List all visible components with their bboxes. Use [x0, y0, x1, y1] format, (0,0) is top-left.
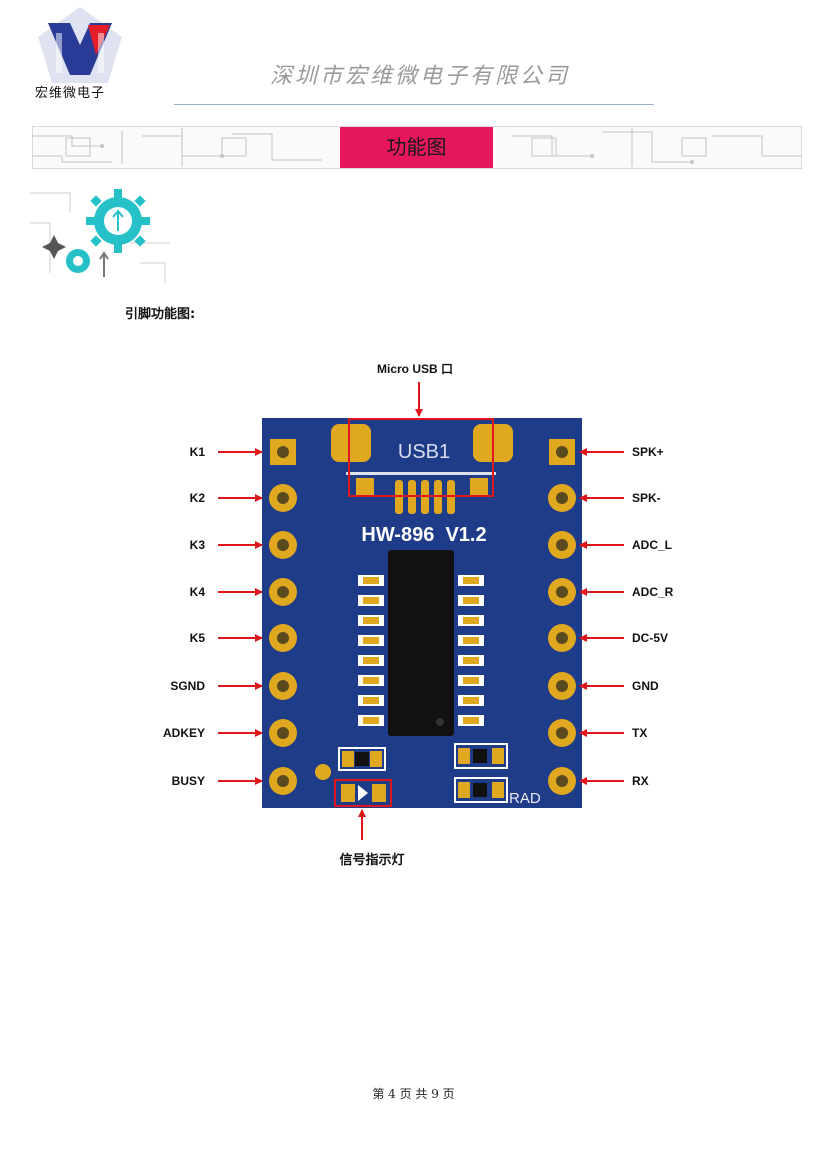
- left-pin-label: K4: [190, 585, 206, 599]
- pin-hole: [556, 775, 568, 787]
- pin-hole: [556, 492, 568, 504]
- ic-pad-core: [363, 637, 379, 644]
- pin-hole: [277, 492, 289, 504]
- ic-pad-core: [363, 577, 379, 584]
- pin-hole: [277, 680, 289, 692]
- left-pin-label: K1: [190, 445, 206, 459]
- resistor-left: [338, 747, 386, 771]
- right-pin-labels: SPK+ SPK- ADC_L ADC_R DC-5V GND TX RX: [579, 445, 674, 788]
- logo-caption: 宏维微电子: [35, 86, 106, 101]
- right-pin-holes: [548, 439, 576, 795]
- banner-title: 功能图: [340, 127, 493, 168]
- pin-hole: [277, 586, 289, 598]
- ic-chip: [388, 550, 454, 736]
- section-label: 引脚功能图:: [125, 307, 196, 322]
- led-callout-label: 信号指示灯: [339, 852, 404, 868]
- pin-hole: [277, 446, 289, 458]
- ic-pad-core: [363, 597, 379, 604]
- pin-hole: [277, 727, 289, 739]
- pin-hole: [277, 539, 289, 551]
- right-pin-label: ADC_L: [632, 538, 672, 552]
- ic-pad-core: [463, 657, 479, 664]
- resistor-right-top: [454, 743, 508, 769]
- led-component: [334, 779, 392, 807]
- usb-highlight-box: [348, 418, 494, 497]
- pin-hole: [556, 727, 568, 739]
- company-name: 深圳市宏维微电子有限公司: [269, 64, 570, 89]
- ic-pad-core: [463, 637, 479, 644]
- ic-pad-core: [463, 697, 479, 704]
- right-pin-label: SPK-: [632, 491, 661, 505]
- company-logo: [38, 7, 122, 83]
- right-pin-label: GND: [632, 679, 659, 693]
- ic-pad-core: [463, 717, 479, 724]
- pin-hole: [556, 539, 568, 551]
- pin-hole: [277, 775, 289, 787]
- right-pin-label: ADC_R: [632, 585, 674, 599]
- header-divider: [174, 104, 654, 105]
- usb-silk-outline: [346, 472, 496, 475]
- mounting-dot: [315, 764, 331, 780]
- right-pin-label: RX: [632, 774, 649, 788]
- ic-pad-core: [363, 657, 379, 664]
- left-pin-label: K3: [190, 538, 206, 552]
- page-number: 第 4 页 共 9 页: [372, 1087, 455, 1101]
- pin-hole: [556, 680, 568, 692]
- left-pin-label: K2: [190, 491, 206, 505]
- left-pin-label: BUSY: [172, 774, 205, 788]
- left-pin-holes: [269, 439, 297, 795]
- gears-usb-icon: [30, 189, 170, 283]
- usb-callout-label: Micro USB 口: [377, 362, 453, 376]
- left-pin-label: SGND: [170, 679, 205, 693]
- silk-rad: RAD: [509, 790, 541, 807]
- ic-pad-core: [463, 577, 479, 584]
- pin-hole: [556, 586, 568, 598]
- ic-pad-core: [363, 617, 379, 624]
- ic-pad-core: [363, 697, 379, 704]
- ic-pad-core: [463, 617, 479, 624]
- usb-corner-pad-left: [356, 478, 374, 496]
- ic-pin1-mark: [436, 718, 444, 726]
- ic-pad-core: [463, 597, 479, 604]
- resistor-right-bottom: [454, 777, 508, 803]
- left-pin-label: ADKEY: [163, 726, 205, 740]
- pin-hole: [556, 632, 568, 644]
- usb-shield-left: [331, 424, 371, 462]
- left-pin-label: K5: [190, 631, 206, 645]
- ic-pad-core: [463, 677, 479, 684]
- usb-corner-pad-right: [470, 478, 488, 496]
- ic-pad-core: [363, 677, 379, 684]
- ic-solder-pads: [358, 575, 484, 726]
- silk-usb1: USB1: [398, 441, 450, 463]
- silk-model: HW-896 V1.2: [361, 524, 486, 546]
- pin-hole: [556, 446, 568, 458]
- pin-hole: [277, 632, 289, 644]
- right-pin-label: TX: [632, 726, 647, 740]
- ic-pad-core: [363, 717, 379, 724]
- right-pin-label: DC-5V: [632, 631, 668, 645]
- right-pin-label: SPK+: [632, 445, 664, 459]
